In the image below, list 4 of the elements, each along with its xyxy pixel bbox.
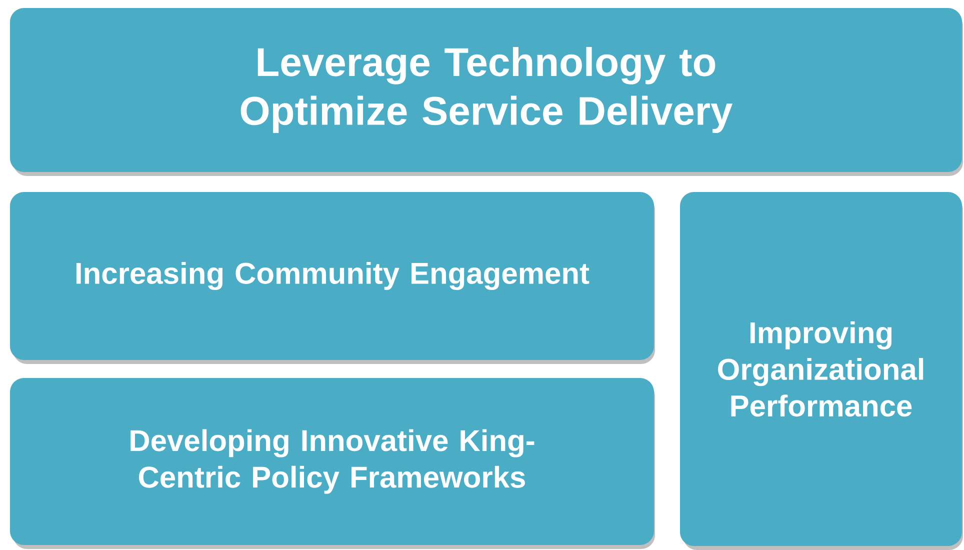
text-box: Developing Innovative King-Centric Policy Frameworks xyxy=(10,378,655,549)
text-box: Leverage Technology to Optimize Service Delivery xyxy=(10,8,963,176)
text-box: Improving Organizational Performance xyxy=(680,192,963,550)
text-box: Increasing Community Engagement xyxy=(10,192,655,364)
